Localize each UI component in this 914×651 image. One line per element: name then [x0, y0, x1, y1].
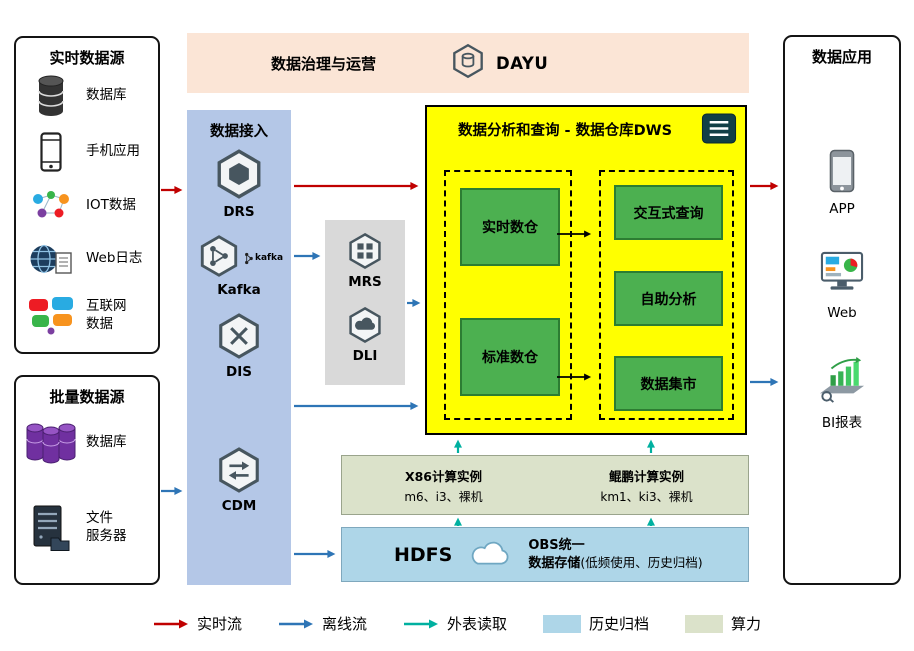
realtime-warehouse-block: 实时数仓 — [460, 188, 560, 266]
standard-warehouse-block: 标准数仓 — [460, 318, 560, 396]
legend-label: 算力 — [731, 615, 762, 633]
storage-bar: HDFS OBS统一 数据存储(低频使用、历史归档) — [341, 527, 749, 582]
legend: 实时流 离线流 外表读取 历史归档 算力 — [0, 613, 914, 634]
iot-icon — [24, 188, 78, 224]
dayu-brand-text: DAYU — [496, 53, 549, 73]
dws-panel: 数据分析和查询 - 数据仓库DWS 实时数仓 标准数仓 交互式查询 自助分析 数… — [425, 105, 747, 435]
governance-bar: 数据治理与运营 DAYU — [187, 33, 749, 93]
kafka-label: Kafka — [217, 282, 261, 298]
drs-label: DRS — [223, 204, 255, 220]
kunpeng-compute-detail: km1、ki3、裸机 — [600, 489, 693, 504]
kafka-service: kafka — [197, 234, 283, 282]
source-item-iot: IOT数据 — [24, 182, 154, 230]
dis-label: DIS — [226, 364, 252, 380]
kafka-hexagon-icon — [197, 234, 241, 282]
cdm-label: CDM — [221, 498, 257, 514]
source-label: 数据库 — [86, 434, 127, 451]
x86-compute: X86计算实例 m6、i3、裸机 — [342, 456, 545, 514]
source-label: 手机应用 — [86, 143, 140, 160]
dayu-hexagon-icon — [450, 43, 486, 83]
warehouse-group: 实时数仓 标准数仓 — [444, 170, 572, 420]
source-label: 文件 服务器 — [86, 510, 127, 544]
realtime-sources-title: 实时数据源 — [49, 49, 125, 67]
compute-power-swatch — [685, 614, 724, 633]
source-item-mobile-app: 手机应用 — [24, 128, 154, 176]
web-dashboard-icon — [785, 251, 899, 293]
legend-item-external-read: 外表读取 — [403, 613, 507, 634]
external-read-arrow-icon — [403, 619, 438, 628]
history-archive-swatch — [543, 614, 581, 633]
dis-hexagon-icon — [187, 312, 291, 360]
governance-title: 数据治理与运营 — [271, 54, 377, 73]
self-service-analysis-block: 自助分析 — [614, 271, 723, 326]
source-item-web-log: Web日志 — [24, 234, 154, 284]
data-ingestion-title: 数据接入 — [210, 124, 268, 140]
obs-title-line2: 数据存储 — [528, 555, 581, 571]
offline-flow-arrow-icon — [278, 619, 313, 628]
dli-hexagon-icon — [325, 306, 405, 344]
compute-instances-bar: X86计算实例 m6、i3、裸机 鲲鹏计算实例 km1、ki3、裸机 — [341, 455, 749, 515]
realtime-sources-panel: 实时数据源 数据库 手机应用 IOT数据 Web日志 — [14, 36, 160, 354]
drs-hexagon-icon — [187, 148, 291, 200]
analysis-group: 交互式查询 自助分析 数据集市 — [599, 170, 734, 420]
source-label: 数据库 — [86, 87, 127, 104]
internet-data-icon — [24, 296, 78, 336]
source-label: IOT数据 — [86, 197, 136, 214]
data-mart-block: 数据集市 — [614, 356, 723, 411]
file-server-icon — [24, 504, 78, 552]
kunpeng-compute-title: 鲲鹏计算实例 — [608, 468, 684, 484]
kafka-wordmark: kafka — [244, 252, 283, 265]
kunpeng-compute: 鲲鹏计算实例 km1、ki3、裸机 — [545, 456, 748, 514]
mrs-label: MRS — [348, 274, 382, 290]
legend-label: 离线流 — [321, 615, 367, 633]
dws-document-icon — [701, 113, 737, 148]
source-item-file-server: 文件 服务器 — [24, 495, 154, 561]
mrs-hexagon-icon — [325, 232, 405, 270]
batch-sources-title: 批量数据源 — [49, 388, 125, 406]
source-item-database: 数据库 — [24, 70, 154, 122]
dayu-brand: DAYU — [450, 43, 548, 83]
legend-label: 外表读取 — [446, 615, 507, 633]
obs-note: (低频使用、历史归档) — [580, 554, 703, 570]
kafka-logo-icon — [245, 252, 253, 264]
legend-item-history-archive: 历史归档 — [543, 613, 649, 634]
database-icon — [24, 74, 78, 118]
cdm-hexagon-icon — [187, 446, 291, 494]
legend-item-compute-power: 算力 — [685, 613, 761, 634]
app-phone-icon — [785, 149, 899, 193]
data-ingestion-panel: 数据接入 DRS kafka Kafka DIS CDM — [187, 110, 291, 585]
kafka-logo-text: kafka — [255, 253, 284, 263]
source-item-batch-database: 数据库 — [24, 413, 154, 473]
processing-panel: MRS DLI — [325, 220, 405, 385]
web-log-icon — [24, 242, 78, 276]
x86-compute-title: X86计算实例 — [404, 468, 483, 484]
x86-compute-detail: m6、i3、裸机 — [404, 489, 483, 504]
web-label: Web — [827, 305, 857, 321]
legend-label: 实时流 — [196, 615, 242, 633]
app-label: APP — [829, 201, 855, 217]
data-applications-panel: 数据应用 APP Web BI报表 — [783, 35, 901, 585]
dli-label: DLI — [352, 348, 378, 364]
purple-database-icon — [24, 420, 78, 466]
source-item-internet-data: 互联网 数据 — [24, 288, 154, 344]
realtime-flow-arrow-icon — [153, 619, 188, 628]
source-label: 互联网 数据 — [86, 298, 127, 332]
dws-title: 数据分析和查询 - 数据仓库DWS — [457, 123, 673, 139]
data-applications-title: 数据应用 — [811, 48, 872, 66]
mobile-phone-icon — [24, 132, 78, 172]
bi-report-label: BI报表 — [821, 415, 863, 431]
obs-cloud-icon — [467, 537, 513, 573]
bi-report-icon — [785, 357, 899, 403]
obs-storage-text: OBS统一 数据存储(低频使用、历史归档) — [528, 537, 702, 572]
batch-sources-panel: 批量数据源 数据库 文件 服务器 — [14, 375, 160, 585]
source-label: Web日志 — [86, 250, 143, 267]
legend-item-offline-flow: 离线流 — [278, 613, 367, 634]
legend-label: 历史归档 — [589, 615, 650, 633]
obs-title-line1: OBS统一 — [528, 537, 585, 553]
hdfs-label: HDFS — [394, 543, 453, 566]
legend-item-realtime-flow: 实时流 — [153, 613, 242, 634]
interactive-query-block: 交互式查询 — [614, 185, 723, 240]
